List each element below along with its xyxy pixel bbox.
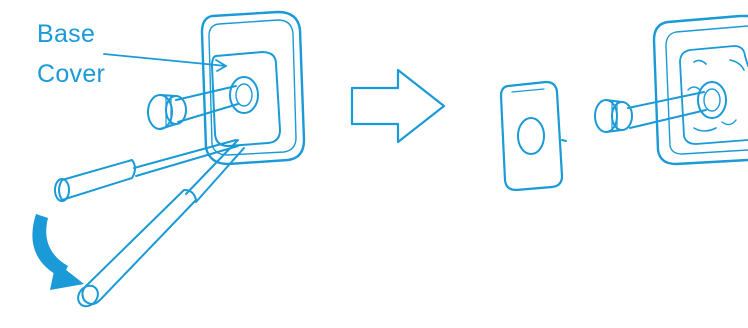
cover-hole [230, 77, 258, 113]
right-arrow-outline-icon [352, 70, 444, 142]
label-cover: Cover [37, 62, 105, 87]
label-base: Base [37, 22, 95, 47]
right-knob [595, 100, 632, 132]
screwdriver-upper [55, 140, 238, 201]
removed-cover-hole [518, 118, 544, 154]
left-assembly [32, 12, 304, 310]
label-leader-line [104, 54, 226, 66]
curved-arrow-icon [32, 214, 84, 290]
removed-cover-plate [501, 82, 566, 190]
screwdriver-lower [74, 140, 244, 310]
knob [148, 95, 186, 129]
right-assembly [595, 16, 748, 164]
